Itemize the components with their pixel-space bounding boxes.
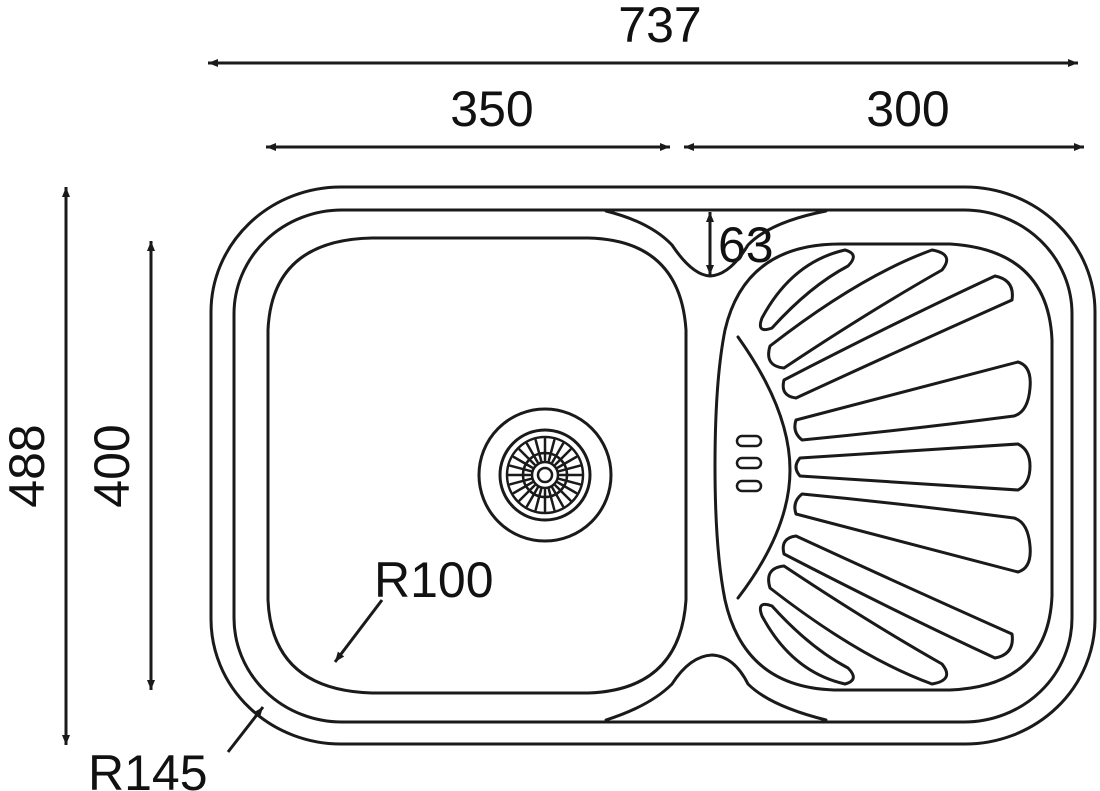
label-bowl-height: 400 — [84, 424, 140, 507]
dimension-bowl-height: 400 — [84, 241, 155, 690]
bowl-drainer-bridge — [604, 209, 828, 722]
drainer-rib-1 — [758, 248, 855, 332]
dimension-bowl-width: 350 — [266, 81, 670, 151]
drainer-rib-7 — [781, 534, 1014, 660]
drainer-rib-4 — [793, 360, 1032, 442]
strainer-spoke — [556, 481, 578, 495]
strainer-spoke — [508, 464, 532, 473]
strainer-spoke — [534, 438, 543, 462]
drainer-rib-5 — [794, 442, 1032, 492]
strainer-spoke — [558, 464, 582, 473]
strainer-spoke — [558, 477, 582, 486]
dimension-overall-height: 488 — [0, 187, 70, 745]
strainer-spoke — [512, 455, 534, 469]
overflow-slots-icon — [735, 335, 792, 600]
strainer-spoke — [508, 477, 532, 486]
strainer-spoke — [547, 488, 556, 512]
dimension-drainer-width: 300 — [684, 81, 1084, 151]
label-overall-height: 488 — [0, 424, 55, 507]
drainer-rib-8 — [767, 564, 949, 686]
strainer-spoke — [525, 442, 539, 464]
label-drainer-width: 300 — [866, 81, 949, 137]
main-bowl — [266, 236, 688, 695]
strainer-spoke — [534, 488, 543, 512]
drainer-rib-6 — [793, 492, 1032, 574]
drainer-board — [713, 242, 1054, 692]
sink-outline — [209, 185, 1097, 746]
strainer-spoke — [556, 455, 578, 469]
strainer-spoke — [554, 484, 572, 502]
drainer-rib-9 — [758, 602, 855, 686]
label-bowl-width: 350 — [450, 81, 533, 137]
strainer-spoke — [518, 484, 536, 502]
sink-inner-rim — [232, 208, 1074, 724]
label-bowl-radius: R100 — [374, 552, 494, 608]
strainer-spoke — [547, 438, 556, 462]
strainer-spoke — [551, 442, 565, 464]
drainer-rib-2 — [767, 248, 949, 370]
sink-outer-rim — [209, 185, 1097, 746]
dimension-bowl-radius: R100 — [333, 552, 494, 663]
drain-strainer-icon — [477, 407, 613, 543]
label-outer-radius: R145 — [88, 745, 208, 791]
strainer-spoke — [518, 448, 536, 466]
dimension-overall-width: 737 — [208, 0, 1078, 67]
drainer-rib-3 — [781, 274, 1014, 400]
strainer-spoke — [525, 486, 539, 508]
strainer-spoke — [551, 486, 565, 508]
drainer-ribs — [758, 248, 1032, 686]
strainer-spoke — [554, 448, 572, 466]
dimension-outer-radius: R145 — [88, 706, 265, 791]
strainer-spoke — [512, 481, 534, 495]
label-overall-width: 737 — [618, 0, 701, 53]
